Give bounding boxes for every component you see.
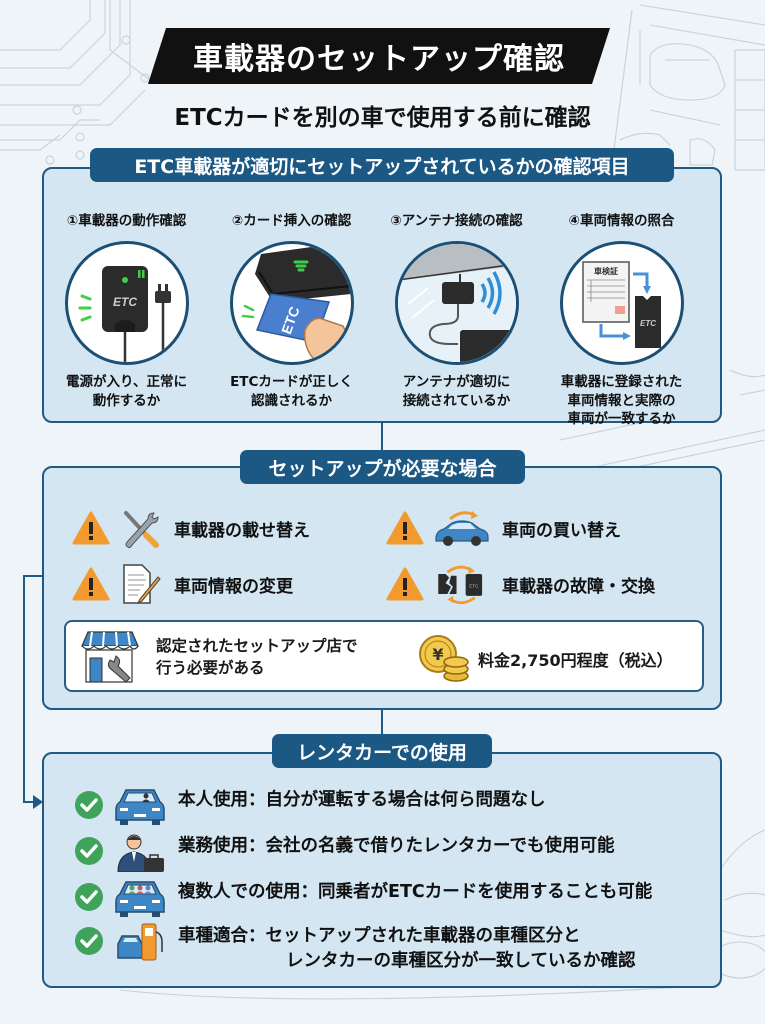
need-item-2: 車両の買い替え bbox=[386, 506, 621, 550]
need-item-label: 車載器の載せ替え bbox=[174, 520, 310, 541]
warning-icon bbox=[72, 511, 110, 545]
car-fuel-pump-icon bbox=[117, 923, 163, 961]
arrow-right-icon bbox=[33, 795, 43, 809]
document-edit-icon bbox=[123, 564, 161, 605]
check-item-title: ①車載器の動作確認 bbox=[66, 213, 187, 229]
check-item-2: ②カード挿入の確認 ETC ETCカードが正しく 認識されるか bbox=[209, 209, 374, 410]
fee-text: 料金2,750円程度（税込） bbox=[478, 651, 673, 670]
rental-item-label: 業務使用：会社の名義で借りたレンタカーでも使用可能 bbox=[178, 836, 615, 856]
check-item-title: ②カード挿入の確認 bbox=[231, 213, 352, 229]
side-flow-line-bottom bbox=[23, 801, 35, 803]
rental-item-3: 複数人での使用：同乗者がETCカードを使用することも可能 bbox=[74, 880, 652, 918]
rental-item-label: 車種適合：セットアップされた車載器の車種区分と レンタカーの車種区分が一致してい… bbox=[178, 926, 636, 972]
check-item-desc: 車載器に登録された 車両情報と実際の 車両が一致するか bbox=[560, 374, 683, 428]
check-circle-icon bbox=[75, 837, 103, 865]
connector-line-1 bbox=[381, 420, 383, 450]
shop-wrench-icon bbox=[81, 631, 139, 683]
tools-icon bbox=[124, 511, 159, 549]
svg-text:ETC: ETC bbox=[640, 319, 656, 328]
car-replace-icon bbox=[435, 511, 489, 546]
rental-item-2: 業務使用：会社の名義で借りたレンタカーでも使用可能 bbox=[74, 834, 614, 872]
title-banner: 車載器のセットアップ確認 bbox=[148, 28, 610, 84]
check-item-desc: アンテナが適切に 接続されているか bbox=[402, 374, 511, 409]
svg-text:¥: ¥ bbox=[432, 645, 443, 664]
warning-icon bbox=[72, 567, 110, 601]
setup-required-heading: セットアップが必要な場合 bbox=[240, 450, 525, 484]
setup-shop-info: 認定されたセットアップ店で 行う必要がある ¥ 料金2,750円程度（税込） bbox=[64, 620, 704, 692]
need-item-label: 車両の買い替え bbox=[502, 520, 621, 541]
page-subtitle: ETCカードを別の車で使用する前に確認 bbox=[174, 105, 591, 131]
need-item-label: 車載器の故障・交換 bbox=[502, 576, 655, 597]
rental-item-1: 本人使用：自分が運転する場合は何ら問題なし bbox=[74, 788, 546, 826]
rental-heading: レンタカーでの使用 bbox=[272, 734, 492, 768]
antenna-icon bbox=[394, 241, 519, 365]
warning-icon bbox=[386, 567, 424, 601]
connector-line-2 bbox=[381, 708, 383, 744]
check-item-4: ④車両情報の照合 車検証 ETC 車載器に登録された 車両情報と実際の 車両が一… bbox=[539, 209, 704, 429]
svg-text:ETC: ETC bbox=[469, 584, 479, 589]
check-item-3: ③アンテナ接続の確認 アンテナが適切に 接続されているか bbox=[374, 209, 539, 410]
check-item-title: ④車両情報の照合 bbox=[568, 213, 675, 229]
check-circle-icon bbox=[75, 927, 103, 955]
need-item-label: 車両情報の変更 bbox=[174, 576, 293, 597]
check-item-desc: ETCカードが正しく 認識されるか bbox=[230, 374, 353, 409]
card-insert-icon: ETC bbox=[229, 241, 354, 365]
svg-text:ETC: ETC bbox=[113, 295, 137, 309]
checklist-heading: ETC車載器が適切にセットアップされているかの確認項目 bbox=[90, 148, 674, 182]
rental-item-4: 車種適合：セットアップされた車載器の車種区分と レンタカーの車種区分が一致してい… bbox=[74, 923, 636, 975]
warning-icon bbox=[386, 511, 424, 545]
checklist-panel: ①車載器の動作確認 ETC 電源が入り、正常に 動作するか ②カード bbox=[42, 167, 722, 427]
need-item-1: 車載器の載せ替え bbox=[72, 506, 310, 550]
device-broken-swap-icon: ETC bbox=[438, 565, 483, 605]
car-passengers-icon bbox=[115, 881, 165, 917]
check-item-title: ③アンテナ接続の確認 bbox=[390, 213, 523, 229]
car-driver-icon bbox=[115, 789, 165, 825]
check-circle-icon bbox=[75, 883, 103, 911]
svg-text:車検証: 車検証 bbox=[594, 266, 618, 276]
rental-panel: 本人使用：自分が運転する場合は何ら問題なし 業務使用：会社の名義で借りたレンタカ… bbox=[42, 752, 722, 988]
coin-yen-icon: ¥ bbox=[419, 635, 469, 682]
rental-item-label: 本人使用：自分が運転する場合は何ら問題なし bbox=[178, 790, 546, 810]
vehicle-certificate-icon: 車検証 ETC bbox=[559, 241, 684, 365]
side-flow-line bbox=[23, 575, 25, 803]
setup-required-panel: 車載器の載せ替え 車両の買い替え 車両情報の変更 bbox=[42, 466, 722, 710]
need-item-4: ETC 車載器の故障・交換 bbox=[386, 562, 655, 606]
check-item-1: ①車載器の動作確認 ETC 電源が入り、正常に 動作するか bbox=[44, 209, 209, 410]
check-item-desc: 電源が入り、正常に 動作するか bbox=[66, 374, 187, 409]
businessman-icon bbox=[117, 834, 164, 872]
page-title: 車載器のセットアップ確認 bbox=[193, 42, 565, 77]
rental-item-label: 複数人での使用：同乗者がETCカードを使用することも可能 bbox=[178, 882, 653, 902]
etc-device-power-icon: ETC bbox=[64, 241, 189, 365]
check-circle-icon bbox=[75, 791, 103, 819]
shop-text: 認定されたセットアップ店で 行う必要がある bbox=[156, 637, 358, 677]
side-flow-line-top bbox=[23, 575, 43, 577]
need-item-3: 車両情報の変更 bbox=[72, 562, 293, 606]
